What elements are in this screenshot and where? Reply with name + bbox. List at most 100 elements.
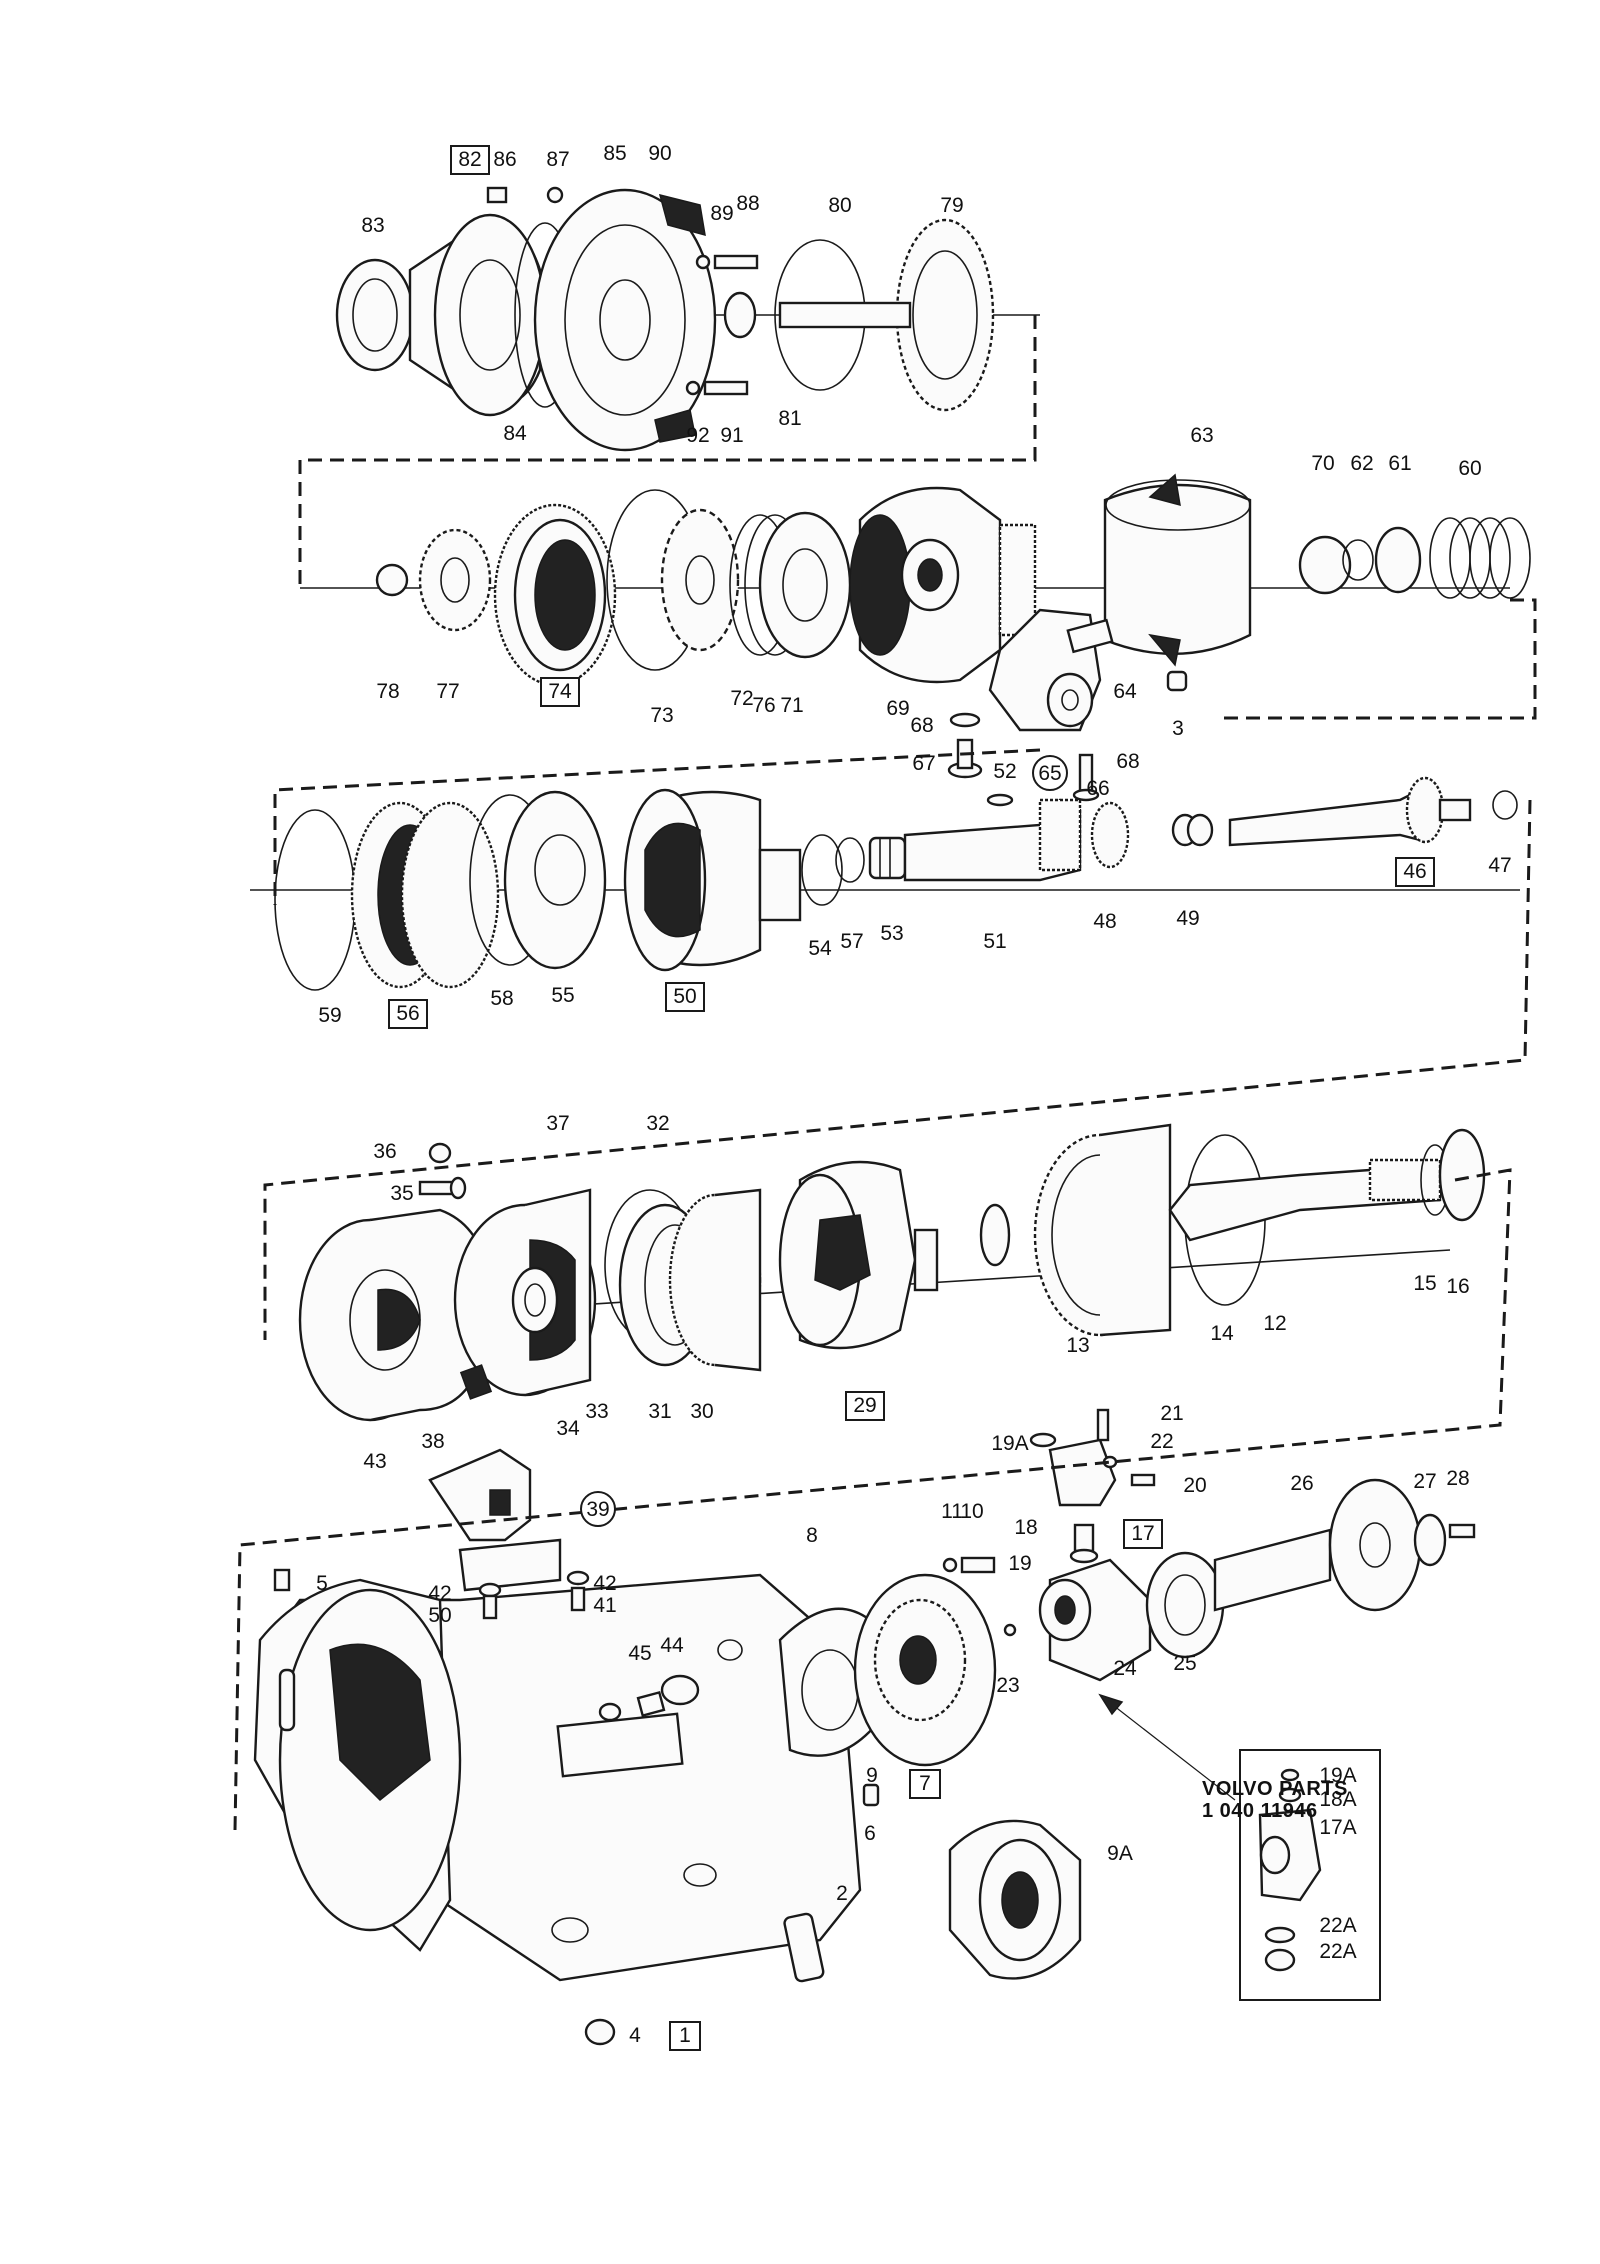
part-57-ring bbox=[835, 837, 865, 883]
part-label-50a: 50 bbox=[665, 982, 705, 1012]
part-label-text: 14 bbox=[1210, 1322, 1234, 1345]
part-label-box bbox=[1123, 1519, 1163, 1549]
part-label-box bbox=[669, 2021, 701, 2051]
part-71-piston bbox=[758, 511, 852, 659]
part-label-67: 67 bbox=[912, 752, 935, 775]
part-7-pump bbox=[853, 1573, 997, 1767]
part-53-bearing bbox=[868, 836, 907, 880]
part-label-42b: 42 bbox=[593, 1572, 616, 1595]
part-label-text: 32 bbox=[646, 1112, 669, 1135]
part-label-26: 26 bbox=[1290, 1472, 1313, 1495]
part-label-text: 48 bbox=[1093, 910, 1116, 933]
part-label-text: 33 bbox=[585, 1400, 608, 1423]
part-label-text: 65 bbox=[1038, 762, 1061, 785]
part-label-text: 62 bbox=[1350, 452, 1373, 475]
part-label-text: 68 bbox=[1116, 750, 1139, 773]
part-label-text: 44 bbox=[660, 1634, 684, 1657]
part-label-83: 83 bbox=[361, 214, 384, 237]
part-label-text: 84 bbox=[503, 422, 527, 445]
part-label-62: 62 bbox=[1350, 452, 1373, 475]
part-29-planet-carrier bbox=[778, 1160, 939, 1350]
part-label-text: 71 bbox=[780, 694, 803, 717]
part-label-text: 30 bbox=[690, 1400, 713, 1423]
part-label-text: 8 bbox=[806, 1524, 818, 1547]
part-label-text: 25 bbox=[1173, 1652, 1196, 1675]
part-label-box bbox=[909, 1769, 941, 1799]
footer-code: 1 040 11946 bbox=[1202, 1800, 1318, 1822]
part-label-25: 25 bbox=[1173, 1652, 1196, 1675]
part-label-box bbox=[450, 145, 490, 175]
part-label-57: 57 bbox=[840, 930, 863, 953]
part-label-9: 9 bbox=[866, 1764, 878, 1787]
part-label-text: 42 bbox=[428, 1582, 451, 1605]
footer-brand: VOLVO PARTS bbox=[1202, 1778, 1348, 1800]
part-label-text: 58 bbox=[490, 987, 513, 1010]
part-25-seal bbox=[1145, 1551, 1225, 1659]
part-label-68a: 68 bbox=[910, 714, 933, 737]
part-label-74: 74 bbox=[540, 677, 580, 707]
part-label-20: 20 bbox=[1183, 1474, 1206, 1497]
part-83-seal bbox=[335, 258, 415, 372]
part-label-16: 16 bbox=[1446, 1275, 1469, 1298]
part-label-text: 4 bbox=[629, 2024, 641, 2047]
part-label-79: 79 bbox=[940, 194, 963, 217]
part-label-66: 66 bbox=[1086, 777, 1109, 800]
part-label-76: 76 bbox=[752, 694, 775, 717]
part-label-70: 70 bbox=[1311, 452, 1334, 475]
row-3-assembly bbox=[250, 776, 1520, 991]
part-3-plug bbox=[1166, 670, 1188, 692]
part-label-77: 77 bbox=[436, 680, 459, 703]
part-label-text: 31 bbox=[648, 1400, 671, 1423]
part-label-text: 3 bbox=[1172, 717, 1184, 740]
part-label-text: 10 bbox=[960, 1500, 983, 1523]
part-label-46: 46 bbox=[1395, 857, 1435, 887]
part-label-i17A: 17A bbox=[1319, 1816, 1356, 1839]
part-label-text: 90 bbox=[648, 142, 671, 165]
row-5-assembly bbox=[253, 1408, 1476, 2046]
part-label-50b: 50 bbox=[428, 1604, 451, 1627]
part-label-91: 91 bbox=[720, 424, 743, 447]
part-label-45: 45 bbox=[628, 1642, 651, 1665]
part-label-text: 61 bbox=[1388, 452, 1411, 475]
part-label-90: 90 bbox=[648, 142, 671, 165]
part-label-34: 34 bbox=[556, 1417, 580, 1440]
part-label-47: 47 bbox=[1488, 854, 1511, 877]
part-51-shaft bbox=[903, 798, 1082, 882]
part-label-78: 78 bbox=[376, 680, 399, 703]
part-label-text: 79 bbox=[940, 194, 963, 217]
connector-lines bbox=[233, 315, 1537, 1831]
part-49-rings bbox=[1171, 813, 1214, 847]
part-44-45-filter bbox=[598, 1674, 700, 1722]
part-label-text: 19A bbox=[1319, 1764, 1356, 1787]
part-label-text: 51 bbox=[983, 930, 1006, 953]
part-label-text: 9 bbox=[866, 1764, 878, 1787]
part-label-text: 43 bbox=[363, 1450, 386, 1473]
part-label-18: 18 bbox=[1014, 1516, 1037, 1539]
part-label-19A: 19A bbox=[991, 1432, 1028, 1455]
part-label-7: 7 bbox=[909, 1769, 941, 1799]
part-28-bolt bbox=[1448, 1523, 1476, 1539]
part-label-text: 23 bbox=[996, 1674, 1019, 1697]
part-label-text: 26 bbox=[1290, 1472, 1313, 1495]
part-label-27: 27 bbox=[1413, 1470, 1436, 1493]
part-label-text: 22 bbox=[1150, 1430, 1173, 1453]
row-1-assembly bbox=[335, 186, 1040, 452]
part-55-piston bbox=[503, 790, 607, 970]
part-label-text: 6 bbox=[864, 1822, 876, 1845]
part-label-text: 59 bbox=[318, 1004, 341, 1027]
part-79-gear bbox=[778, 218, 995, 412]
part-label-4: 4 bbox=[629, 2024, 641, 2047]
part-54-ring bbox=[801, 834, 843, 906]
part-label-text: 11 bbox=[941, 1500, 963, 1523]
part-label-36: 36 bbox=[373, 1140, 396, 1163]
part-68-washer bbox=[949, 712, 981, 728]
part-label-text: 68 bbox=[910, 714, 933, 737]
part-78-washer bbox=[375, 563, 409, 597]
part-label-text: 17A bbox=[1319, 1816, 1356, 1839]
part-label-22: 22 bbox=[1150, 1430, 1173, 1453]
part-label-49: 49 bbox=[1176, 907, 1199, 930]
part-label-text: 89 bbox=[710, 202, 733, 225]
part-label-text: 41 bbox=[593, 1594, 616, 1617]
part-label-80: 80 bbox=[828, 194, 851, 217]
